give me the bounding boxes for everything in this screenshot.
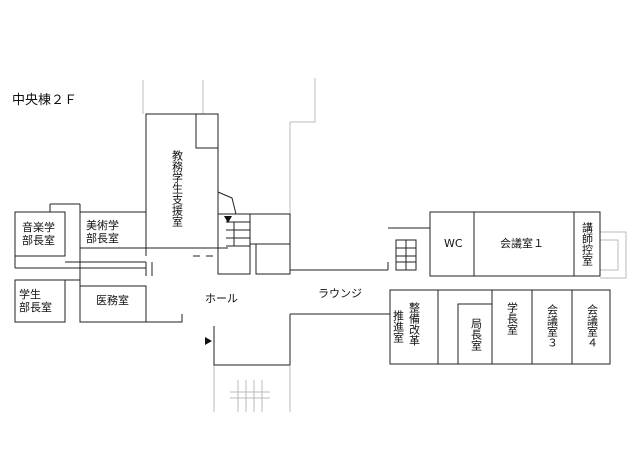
lounge-label[interactable]: ラウンジ (318, 287, 362, 300)
room-director[interactable]: 局長室 (470, 318, 483, 351)
ghost-outlines (142, 78, 627, 412)
passage-markers (151, 255, 213, 276)
room-meeting-3[interactable]: 会議室３ (546, 304, 559, 348)
floor-title: 中央棟２Ｆ (12, 93, 77, 108)
room-wc[interactable]: WC (444, 237, 463, 250)
hall-label[interactable]: ホール (205, 292, 238, 305)
walls (14, 113, 611, 366)
room-art-dean[interactable]: 美術学部長室 (86, 218, 119, 245)
room-president[interactable]: 学長室 (506, 301, 519, 335)
room-student-dean[interactable]: 学生部長室 (19, 287, 52, 314)
stair-down-arrow-icon (224, 216, 232, 223)
room-meeting-1[interactable]: 会議室１ (500, 236, 544, 250)
lower-right-block (389, 289, 611, 365)
room-medical[interactable]: 医務室 (96, 293, 129, 307)
entrance-arrow-icon (205, 337, 212, 345)
room-lecturer-lounge[interactable]: 講師控室 (581, 221, 594, 266)
upper-right-block (429, 211, 601, 277)
room-reform-office-line2: 推進室 (392, 309, 405, 343)
room-music-dean[interactable]: 音楽学部長室 (22, 220, 55, 247)
room-reform-office[interactable]: 整備改革 (408, 301, 421, 346)
room-academic-support[interactable]: 教務学生支援室 (171, 150, 184, 227)
room-meeting-4[interactable]: 会議室４ (586, 304, 599, 348)
student-dean-room-outline (14, 279, 66, 323)
